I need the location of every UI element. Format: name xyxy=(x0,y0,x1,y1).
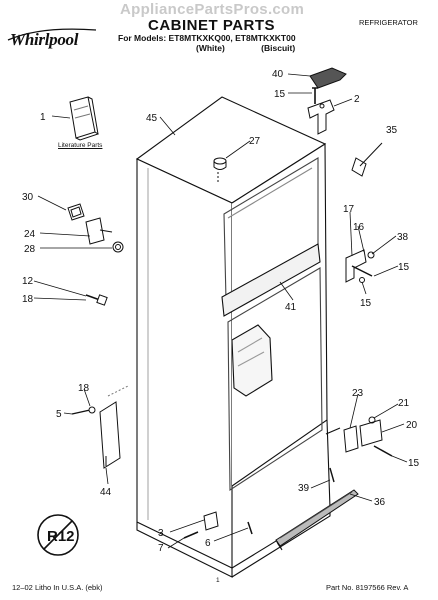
callout-30: 30 xyxy=(22,192,34,203)
callout-17: 17 xyxy=(343,204,355,215)
left-screw-part xyxy=(85,294,108,306)
literature-parts-label: Literature Parts xyxy=(58,142,103,149)
callout-15-top: 15 xyxy=(274,89,286,100)
callout-2: 2 xyxy=(354,94,360,105)
callout-labels: 1 2 3 5 6 7 12 15 16 17 18 20 21 23 24 2… xyxy=(22,69,420,554)
callout-35: 35 xyxy=(386,125,398,136)
watermark-text: AppliancePartsPros.com xyxy=(120,1,305,18)
r12-badge-text: R12 xyxy=(47,528,75,545)
callout-6: 6 xyxy=(205,538,211,549)
page-title: CABINET PARTS xyxy=(148,17,276,34)
footer-page-number: 1 xyxy=(216,577,220,584)
callout-38: 38 xyxy=(397,232,409,243)
callout-1: 1 xyxy=(40,112,46,123)
callout-23: 23 xyxy=(352,388,364,399)
leader-lines xyxy=(33,73,408,549)
callout-21: 21 xyxy=(398,398,410,409)
brand-logo: Whirlpool xyxy=(10,30,79,49)
callout-44: 44 xyxy=(100,487,112,498)
callout-3: 3 xyxy=(158,528,164,539)
color-white-label: (White) xyxy=(196,43,225,53)
model-colors: (White) (Biscuit) xyxy=(196,43,329,53)
hinge-cover xyxy=(309,67,347,89)
door-stop-parts xyxy=(67,203,124,253)
logo-swoosh xyxy=(7,28,97,41)
callout-27: 27 xyxy=(249,136,261,147)
footer-part-number: Part No. 8197566 Rev. A xyxy=(326,583,409,592)
leveling-parts xyxy=(183,511,253,539)
color-biscuit-label: (Biscuit) xyxy=(261,43,296,53)
callout-20: 20 xyxy=(406,420,418,431)
footer-litho: 12–02 Litho In U.S.A. (ebk) xyxy=(12,583,103,592)
callout-12: 12 xyxy=(22,276,34,287)
lower-left-bracket xyxy=(71,385,129,469)
callout-15-mid-low: 15 xyxy=(360,298,372,309)
literature-booklet xyxy=(69,96,100,141)
r12-badge xyxy=(37,514,79,556)
cap-plug-part xyxy=(213,157,227,184)
callout-7: 7 xyxy=(158,543,164,554)
callout-28: 28 xyxy=(24,244,36,255)
callout-39: 39 xyxy=(298,483,310,494)
top-hinge xyxy=(307,87,335,135)
callout-40: 40 xyxy=(272,69,284,80)
callout-15-bottom: 15 xyxy=(408,458,420,469)
callout-41: 41 xyxy=(285,302,297,313)
callout-16: 16 xyxy=(353,222,365,233)
callout-18: 18 xyxy=(22,294,34,305)
callout-15-mid: 15 xyxy=(398,262,410,273)
callout-18-lower: 18 xyxy=(78,383,90,394)
category-label: REFRIGERATOR xyxy=(359,18,418,27)
bottom-hinge xyxy=(325,416,393,457)
callout-45: 45 xyxy=(146,113,158,124)
callout-5: 5 xyxy=(56,409,62,420)
callout-36: 36 xyxy=(374,497,386,508)
toe-grille xyxy=(275,467,359,551)
model-numbers: For Models: ET8MTKXKQ00, ET8MTKXKT00 xyxy=(118,33,296,43)
center-hinge xyxy=(345,249,375,283)
cabinet-body xyxy=(135,96,331,578)
callout-24: 24 xyxy=(24,229,36,240)
plug-button-part xyxy=(351,142,383,177)
